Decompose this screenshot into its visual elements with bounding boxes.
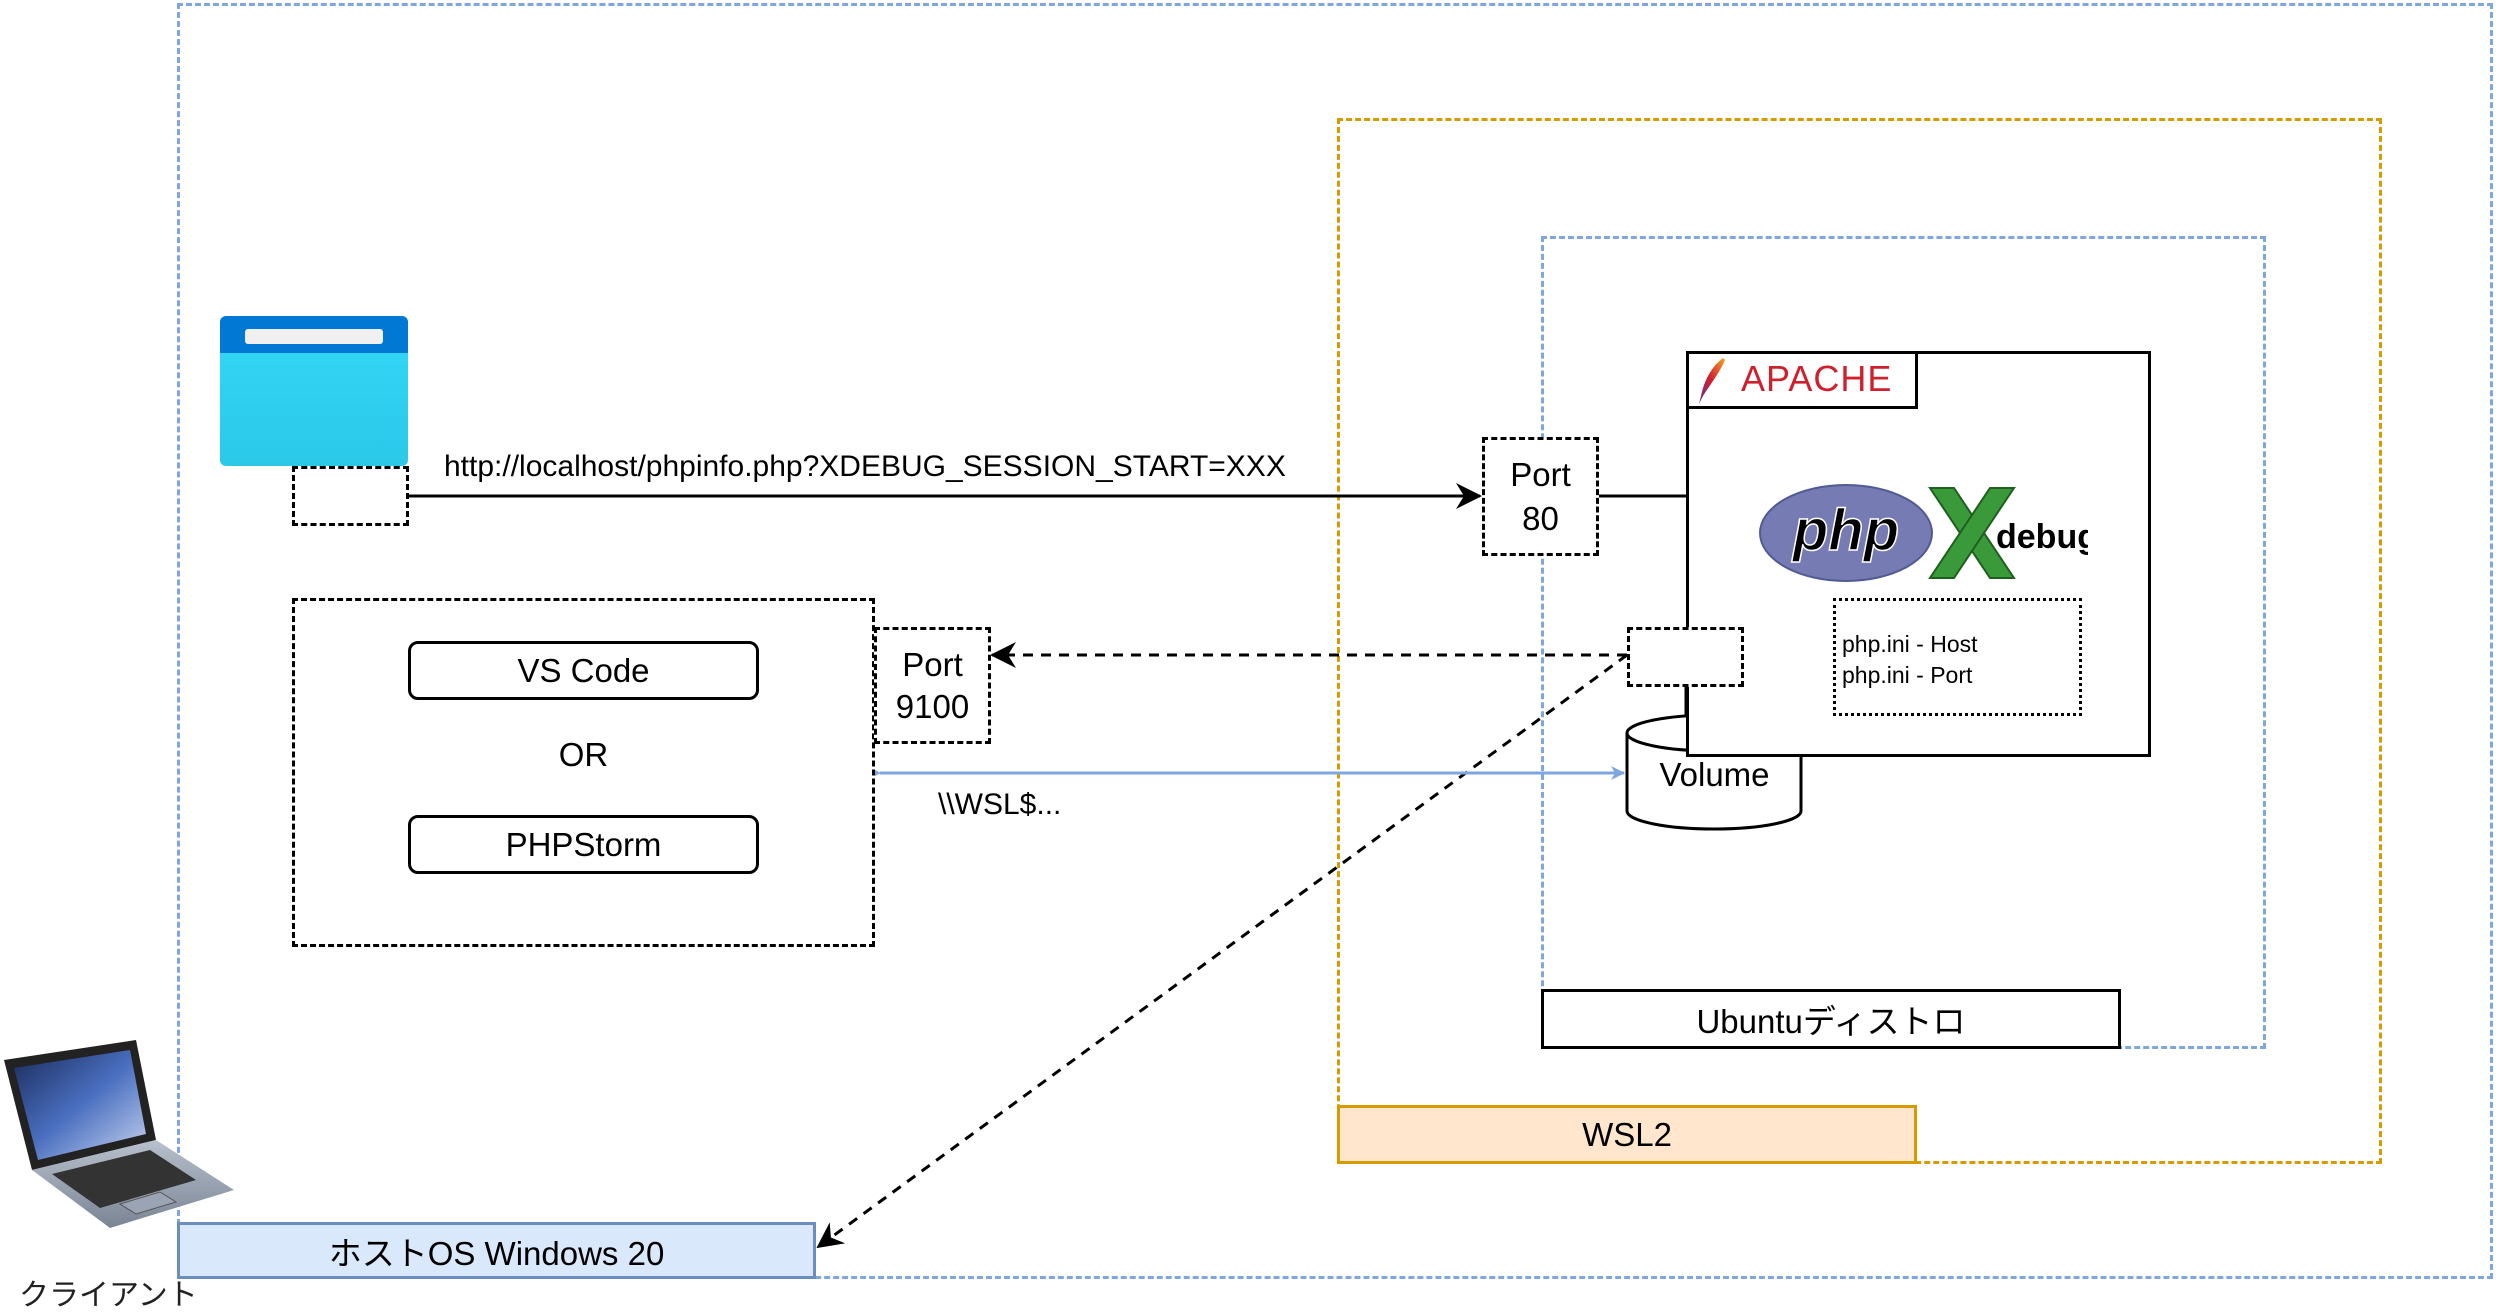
- svg-text:php: php: [1791, 498, 1899, 563]
- host-os-label: ホストOS Windows 20: [177, 1222, 816, 1279]
- port-9100-line2: 9100: [895, 687, 970, 725]
- apache-feather-icon: [1699, 358, 1725, 404]
- apache-label: APACHE: [1686, 351, 1918, 409]
- wsl-share-label: \\WSL$...: [938, 788, 1062, 821]
- port-80-line2: 80: [1522, 499, 1559, 537]
- vscode-box: VS Code: [408, 641, 759, 700]
- host-os-frame: [177, 3, 2493, 1279]
- xdebug-logo-icon: [1928, 487, 2016, 579]
- request-url-label: http://localhost/phpinfo.php?XDEBUG_SESS…: [444, 450, 1286, 483]
- laptop-icon: [4, 1040, 234, 1228]
- phpstorm-box: PHPStorm: [408, 815, 759, 874]
- client-label: クライアント: [19, 1279, 198, 1312]
- php-xdebug-logo: php debug: [1759, 484, 2088, 582]
- xdebug-client-port-box: [1627, 627, 1744, 687]
- php-logo-icon: [1759, 484, 1933, 582]
- port-9100-line1: Port: [902, 645, 963, 683]
- port-80-box: Port 80: [1482, 437, 1599, 556]
- svg-text:debug: debug: [1996, 518, 2088, 556]
- port-80-line1: Port: [1510, 455, 1571, 493]
- port-9100-box: Port 9100: [874, 627, 991, 744]
- ubuntu-distro-label: Ubuntuディストロ: [1541, 989, 2121, 1049]
- apache-title: APACHE: [1741, 358, 1893, 399]
- phpini-host: php.ini - Host: [1842, 631, 1978, 657]
- browser-port-box: [292, 466, 409, 526]
- wsl2-label: WSL2: [1337, 1105, 1917, 1164]
- or-label: OR: [558, 736, 609, 773]
- debug-to-host-arrow: [816, 653, 1628, 1249]
- browser-window-icon: [220, 316, 408, 466]
- phpini-port: php.ini - Port: [1842, 662, 1973, 688]
- phpini-box: php.ini - Host php.ini - Port: [1833, 598, 2082, 716]
- volume-label: Volume: [1659, 756, 1770, 793]
